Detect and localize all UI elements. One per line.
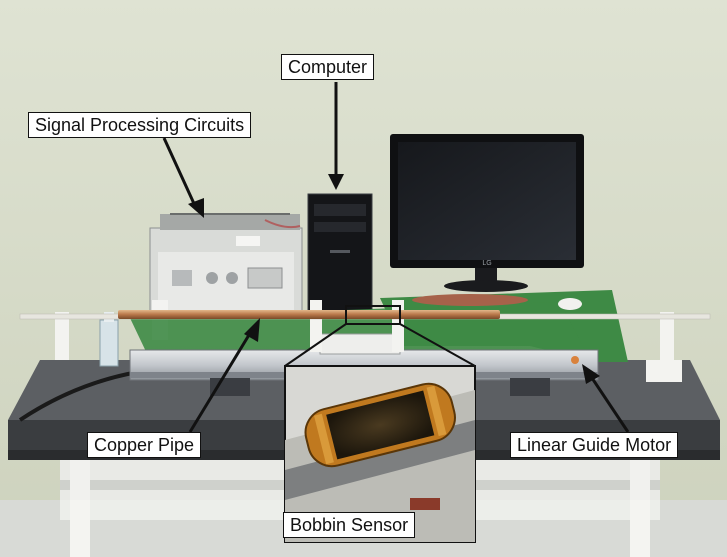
linear-guide-motor-label: Linear Guide Motor [510, 432, 679, 458]
signal-processing-circuits-label: Signal Processing Circuits [28, 112, 252, 138]
copper-pipe [118, 310, 500, 319]
lcd-monitor: LG [390, 134, 584, 292]
bottle [99, 319, 119, 367]
zoom-line-right [399, 323, 476, 367]
support-right [660, 312, 674, 366]
bobbin-sensor-label: Bobbin Sensor [283, 512, 416, 538]
sensor-highlight-box [345, 305, 401, 325]
computer-tower [307, 193, 373, 317]
signal-processing-circuits [149, 213, 303, 340]
zoom-line-left [284, 323, 347, 367]
round-plate [412, 294, 528, 306]
monitor-logo: LG [482, 260, 491, 267]
copper-pipe-label: Copper Pipe [87, 432, 202, 458]
computer-label: Computer [281, 54, 375, 80]
support-left [55, 312, 69, 360]
mouse [558, 298, 582, 310]
annotation-arrows [162, 82, 630, 433]
